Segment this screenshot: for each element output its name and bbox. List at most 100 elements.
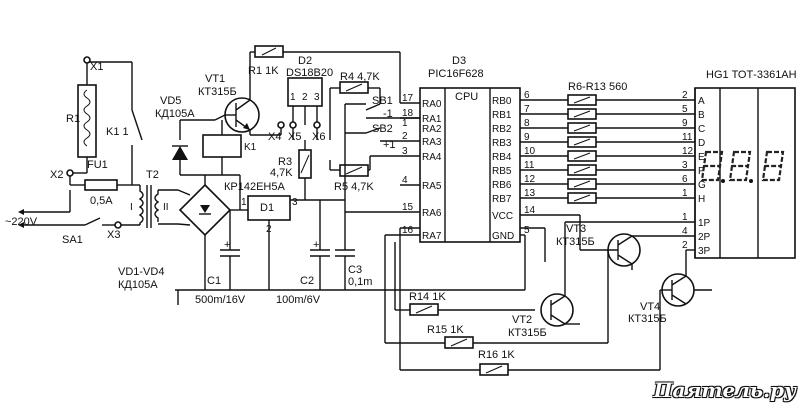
label-d2-pin-3: 3 bbox=[314, 92, 320, 103]
pin-num-ra5: 4 bbox=[402, 175, 408, 186]
label-heater-r1: R1 bbox=[66, 113, 80, 125]
mcu-d3 bbox=[385, 87, 546, 290]
label-vt1-part: КТ315Б bbox=[198, 86, 237, 98]
connector-x2 bbox=[66, 169, 74, 177]
label-vt4: VT4 bbox=[640, 301, 660, 313]
label-c2-plus: + bbox=[313, 239, 319, 251]
label-vd1-vd4-part: КД105А bbox=[118, 279, 158, 291]
label-d2-part: DS18B20 bbox=[286, 67, 333, 79]
display-pin-h: H bbox=[698, 194, 705, 205]
label-sb1-minus: -1 bbox=[383, 108, 393, 120]
label-r15: R15 1K bbox=[427, 324, 464, 336]
digit-2 bbox=[728, 150, 752, 182]
pin-ra0: RA0 bbox=[422, 99, 442, 110]
label-vt4-part: КТ315Б bbox=[628, 313, 667, 325]
connector-x5 bbox=[289, 121, 297, 129]
label-c2: C2 bbox=[300, 275, 314, 287]
pin-num-ra7: 16 bbox=[402, 225, 414, 236]
label-mains: ~220V bbox=[5, 216, 38, 228]
regulator-d1 bbox=[175, 195, 525, 305]
digit-1 bbox=[700, 150, 724, 182]
label-hg1: HG1 ТОТ-3361АН bbox=[706, 69, 797, 81]
relay-driver bbox=[172, 119, 242, 210]
connector-x4 bbox=[277, 121, 285, 129]
pin-ra4: RA4 bbox=[422, 152, 442, 163]
transformer-primary bbox=[138, 185, 144, 225]
label-r4: R4 4,7K bbox=[340, 71, 380, 83]
mains-section bbox=[18, 56, 178, 229]
display-pin-c: C bbox=[698, 124, 705, 135]
mcu-pic16f628 bbox=[419, 87, 521, 243]
label-vt2-part: КТ315Б bbox=[508, 327, 547, 339]
transistors-output bbox=[384, 214, 712, 376]
resistor-array-r6-r13 bbox=[520, 94, 695, 204]
pin-num-gnd: 5 bbox=[524, 225, 530, 236]
label-r3-value: 4,7K bbox=[270, 167, 293, 179]
label-r5: R5 4,7K bbox=[334, 181, 374, 193]
display-pin-num: 4 bbox=[682, 226, 688, 237]
labels: X1 X2 X3 R1 K1 1 FU1 0,5A ~220V SA1 T2 I… bbox=[5, 55, 797, 361]
display-pin-d: D bbox=[698, 138, 705, 149]
label-vt2: VT2 bbox=[512, 314, 532, 326]
label-d1-pin-3: 3 bbox=[292, 197, 298, 208]
mcu-pin-labels: RA017RA118RA21RA32RA43RA54RA615RA716RB06… bbox=[402, 90, 536, 242]
label-sb2: SB2 bbox=[372, 123, 393, 135]
label-c3-value: 0,1m bbox=[348, 276, 372, 288]
display-pin-g: G bbox=[698, 180, 706, 191]
label-vt3-part: КТ315Б bbox=[556, 236, 595, 248]
pin-num-vcc: 14 bbox=[524, 205, 536, 216]
label-vt1: VT1 bbox=[205, 73, 225, 85]
sensor-d2 bbox=[250, 77, 420, 160]
label-x3: X3 bbox=[107, 229, 120, 241]
label-sa1: SA1 bbox=[62, 234, 83, 246]
label-sb1: SB1 bbox=[372, 95, 393, 107]
pin-num-ra3: 2 bbox=[402, 131, 408, 142]
pin-rb6: RB6 bbox=[492, 180, 512, 191]
display-pin-f: F bbox=[698, 166, 704, 177]
display-pin-b: B bbox=[698, 110, 705, 121]
label-vd5-part: КД105А bbox=[155, 108, 195, 120]
pin-ra3: RA3 bbox=[422, 137, 442, 148]
label-d3-part: PIC16F628 bbox=[428, 68, 484, 80]
label-r14: R14 1K bbox=[409, 291, 446, 303]
pin-ra7: RA7 bbox=[422, 231, 442, 242]
relay-coil-k1 bbox=[202, 134, 242, 158]
pin-num-ra0: 17 bbox=[402, 93, 414, 104]
pin-num-rb5: 11 bbox=[524, 160, 535, 171]
digit-3 bbox=[761, 150, 785, 182]
label-c1-value: 500m/16V bbox=[195, 294, 246, 306]
connector-x6 bbox=[313, 121, 321, 129]
bridge-rectifier bbox=[177, 175, 240, 290]
display-pin-num: 1 bbox=[682, 188, 688, 199]
display-pin-e: E bbox=[698, 152, 705, 163]
pin-gnd: GND bbox=[492, 231, 514, 242]
label-x6: X6 bbox=[312, 131, 325, 143]
watermark-logo: Паятель.ру bbox=[653, 378, 796, 402]
connector-x3 bbox=[114, 221, 122, 229]
label-d1-part: КР142ЕН5А bbox=[224, 181, 285, 193]
label-k1-contact: K1 1 bbox=[106, 126, 129, 138]
display-hg1 bbox=[694, 87, 796, 259]
label-c1-plus: + bbox=[224, 239, 230, 251]
pin-rb7: RB7 bbox=[492, 194, 512, 205]
heater-r1 bbox=[77, 84, 97, 158]
display-pin-num: 2 bbox=[682, 90, 688, 101]
label-d2-pin-2: 2 bbox=[302, 92, 308, 103]
display-pin-num: 6 bbox=[682, 174, 688, 185]
label-x4: X4 bbox=[268, 131, 281, 143]
label-x5: X5 bbox=[288, 131, 301, 143]
pin-ra5: RA5 bbox=[422, 181, 442, 192]
label-d1-pin-1: 1 bbox=[241, 197, 247, 208]
label-d1-pin-2: 2 bbox=[266, 224, 272, 235]
display-pin-3p: 3P bbox=[698, 246, 711, 257]
pin-num-rb0: 6 bbox=[524, 90, 530, 101]
pin-num-ra6: 15 bbox=[402, 202, 414, 213]
label-x1: X1 bbox=[90, 61, 103, 73]
label-r3: R3 bbox=[278, 156, 292, 168]
label-fu1: FU1 bbox=[87, 159, 108, 171]
display-pin-num: 5 bbox=[682, 104, 688, 115]
pin-vcc: VCC bbox=[492, 211, 513, 222]
display-pin-1p: 1P bbox=[698, 218, 711, 229]
fuse-fu1 bbox=[84, 179, 118, 191]
